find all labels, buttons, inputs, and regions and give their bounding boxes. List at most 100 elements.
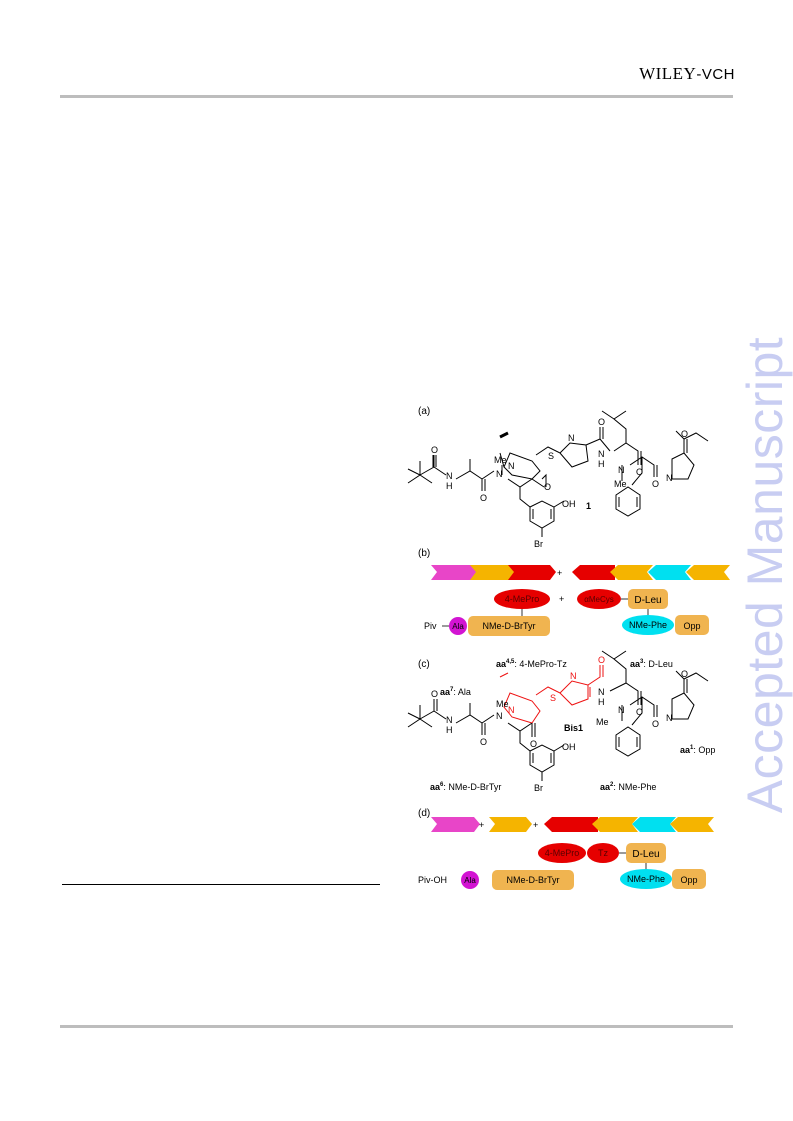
aa7-annotation: aa7: Ala [440,687,471,697]
pivaloyl-bonds [407,455,447,484]
d-domain-nmedbrtyr-box [492,870,574,890]
module-arrow-4 [572,565,615,580]
d-module-arrow-1 [431,817,480,832]
module-arrow-2 [470,565,518,580]
c-mepro-ring [499,672,541,724]
publisher-suffix: -VCH [696,66,735,83]
aa6-annotation: aa6: NMe-D-BrTyr [430,782,501,792]
pivaloyl-carbonyl [432,455,437,467]
compound-1-label: 1 [586,501,591,511]
opp-n: N [666,473,673,483]
c-brtyr-ring [529,744,565,781]
brtyr-backbone [501,465,533,508]
c-pro-carbonyl [531,723,536,737]
c-ala-o: O [480,737,487,747]
c-leu-n: N [598,687,605,697]
d-module-arrow-4 [592,817,638,832]
d-domain-opp-label: Opp [680,875,697,885]
module-arrow-3 [508,565,556,580]
panel-c: (c) O N H O N Me N O S N [407,650,715,793]
pro-n: N [508,461,515,471]
phe-ring [615,486,641,517]
opp-o: O [681,429,688,439]
thiazoline-o: O [598,417,605,427]
tyr-oh: OH [562,499,576,509]
d-domain-dleu-box [626,843,666,863]
c-pivaloyl-o: O [431,689,438,699]
domain-ala-circle [449,617,467,635]
aa2-annotation: aa2: NMe-Phe [600,782,656,792]
domain-nmephe-ellipse [622,615,674,635]
panel-c-label: (c) [418,659,430,670]
brtyr-substituents [541,500,565,537]
tyr-br: Br [534,539,543,549]
d-domain-opp-box [672,869,706,889]
domain-piv-label: Piv [424,621,437,631]
ala-n: N [446,471,453,481]
phe-n: N [618,465,625,475]
panel-b-label: (b) [418,548,430,559]
c-thiazole-s: S [550,693,556,703]
phe-o: O [652,479,659,489]
c-tyr-oh: OH [562,742,576,752]
mepro-ring [499,452,547,488]
publisher-name: WILEY [639,64,697,83]
thiazoline-s: S [548,451,554,461]
d-plus-2: + [533,820,538,830]
phe-me: Me [614,479,627,489]
domain-dleu-box [628,589,668,609]
c-pivaloyl-bonds [407,699,447,728]
domain-4mepro-ellipse [494,589,550,609]
panel-d: (d) + + 4-MePro Tz D-Leu NMe-Phe Opp Piv… [418,808,714,890]
c-phe-o: O [652,719,659,729]
d-module-arrow-5 [632,817,676,832]
d-domain-nmephe-label: NMe-Phe [627,874,665,884]
domain-nmedbrtyr-box [468,616,550,636]
panel-b: (b) + 4-MePro + αMeCys D-Leu NMe-Phe Opp… [418,548,730,636]
domain-ala-label: Ala [452,622,464,631]
methyl-wedge [499,431,509,439]
leu-o: O [636,467,643,477]
c-nmephe-backbone [621,696,658,726]
module-arrow-6 [648,565,691,580]
domain-nmephe-label: NMe-Phe [629,620,667,630]
c-thiazole-amide [587,665,604,686]
plus-sign: + [557,568,562,578]
c-ala-h: H [446,725,453,735]
header-rule [60,95,733,98]
d-domain-nmephe-ellipse [620,869,672,889]
aa45-annotation: aa4,5: 4-MePro-Tz [496,659,567,669]
c-thiazole-ring [535,680,591,706]
scheme-figure: (a) O N H O N Me N O S N [407,406,730,890]
c-ala-n: N [446,715,453,725]
c-brtyr-backbone [507,722,533,752]
footnote-rule [62,884,380,885]
c-leu-h: H [598,697,605,707]
d-domain-pivoh-label: Piv-OH [418,875,447,885]
bis1-label: Bis1 [564,723,583,733]
module-arrow-5 [610,565,653,580]
d-domain-dleu-label: D-Leu [632,849,659,860]
domain-amecys-label: αMeCys [584,595,614,604]
nmephe-backbone [621,456,658,486]
brtyr-me: Me [494,455,507,465]
c-thiazole-n: N [570,671,577,681]
c-phe-ring [615,726,641,757]
c-opp-n: N [666,713,673,723]
c-thiazole-o: O [598,655,605,665]
brtyr-ring [529,500,555,529]
thiazoline-amide [585,427,611,452]
c-opp-bonds [671,670,709,720]
pro-o: O [544,482,551,492]
opp-bonds [671,430,709,480]
module-arrow-1 [431,565,480,580]
c-pro-o: O [530,739,537,749]
footer-rule [60,1025,733,1028]
d-module-arrow-2 [489,817,532,832]
aa1-annotation: aa1: Opp [680,745,715,755]
d-domain-tz-ellipse [587,843,619,863]
c-brtyr-n: N [496,711,503,721]
d-domain-tz-label: Tz [598,848,608,858]
c-leu-o: O [636,707,643,717]
d-domain-4mepro-label: 4-MePro [545,848,580,858]
